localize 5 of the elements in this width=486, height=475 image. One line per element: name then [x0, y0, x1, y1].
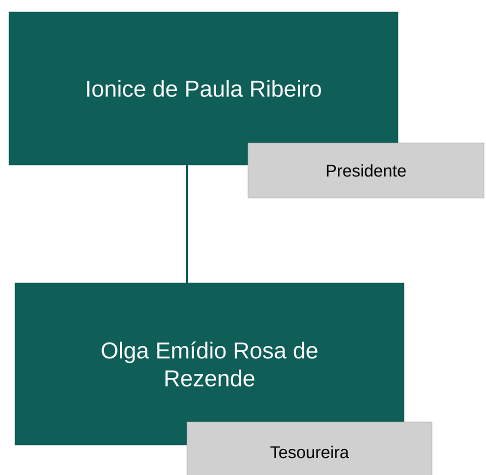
name-box: Olga Emídio Rosa de Rezende	[14, 282, 404, 446]
role-label-box: Tesoureira	[186, 422, 432, 475]
role-label-box: Presidente	[248, 142, 484, 198]
connector-line	[186, 165, 188, 283]
name-box: Ionice de Paula Ribeiro	[8, 12, 398, 166]
